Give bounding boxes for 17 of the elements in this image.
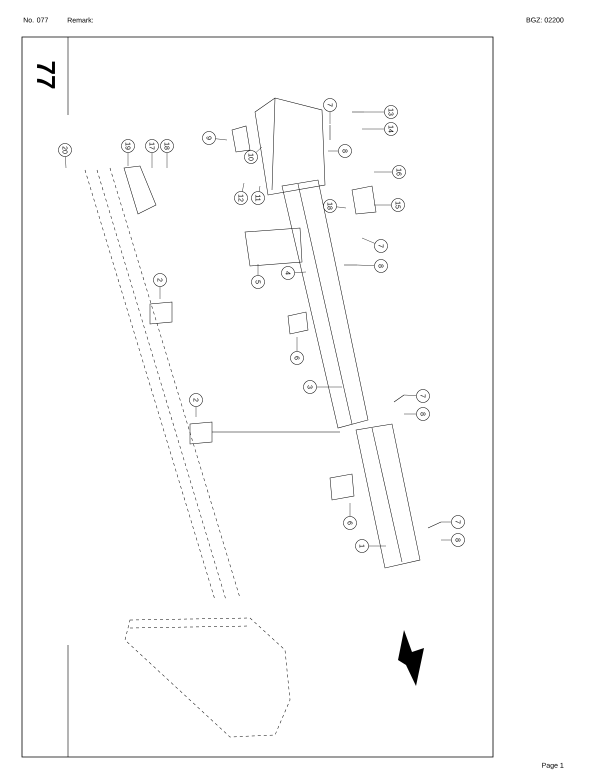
page-number: 77	[37, 62, 55, 88]
leader-line	[256, 146, 262, 153]
leader-line	[404, 394, 416, 396]
leader-line	[294, 272, 306, 273]
leader-line	[296, 336, 298, 352]
leader-line	[362, 128, 384, 130]
leader-line	[166, 152, 168, 168]
leader-line	[242, 182, 244, 192]
leader-line	[258, 186, 260, 192]
leader-line	[216, 138, 228, 140]
leader-line	[336, 206, 346, 208]
leader-line	[316, 386, 342, 388]
leader-line	[374, 204, 392, 206]
leader-line	[356, 264, 374, 266]
leader-line	[328, 150, 338, 152]
leader-line	[65, 156, 66, 168]
leader-line	[362, 238, 375, 244]
